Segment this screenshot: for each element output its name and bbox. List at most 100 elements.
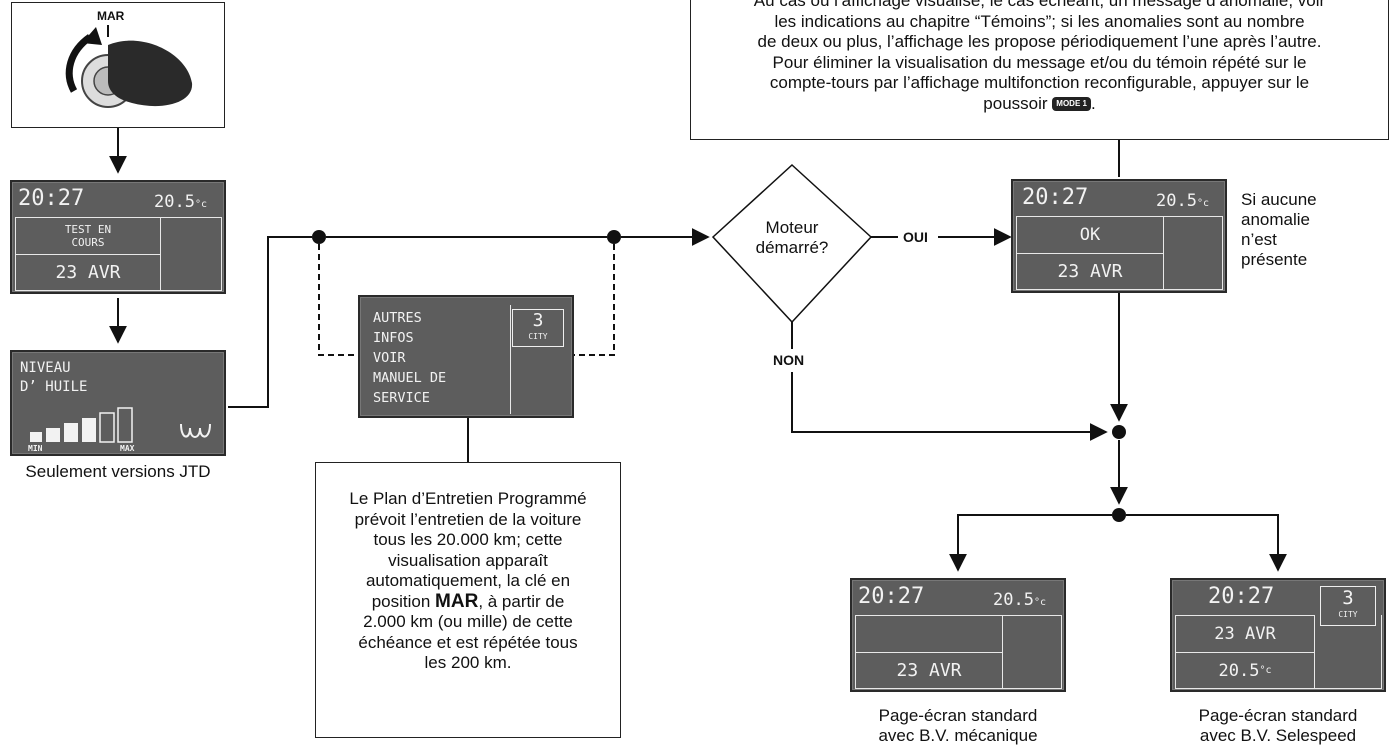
gear-indicator: 3 CITY: [1320, 586, 1376, 626]
gear-number: 3: [513, 310, 563, 332]
caption-line: avec B.V. Selespeed: [1158, 726, 1391, 746]
temp-value: 20.5: [993, 590, 1034, 610]
gear-number: 3: [1321, 587, 1375, 610]
decision-line: Moteur: [733, 218, 851, 238]
outside-temp: 20.5°c: [154, 192, 207, 212]
ok-caption-line: n’est: [1241, 230, 1317, 250]
caption-line: Page-écran standard: [838, 706, 1078, 726]
selespeed-caption: Page-écran standard avec B.V. Selespeed: [1158, 706, 1391, 746]
date-value: 23 AVR: [1214, 624, 1275, 644]
junction-dot: [1112, 508, 1126, 522]
note-line: poussoir MODE 1.: [691, 94, 1388, 115]
clock-time: 20:27: [858, 584, 924, 609]
decision-line: démarré?: [733, 238, 851, 258]
caption-line: Page-écran standard: [1158, 706, 1391, 726]
service-line: AUTRES: [373, 308, 446, 328]
service-note-line: position MAR, à partir de: [316, 592, 620, 613]
service-note-line: 2.000 km (ou mille) de cette: [316, 612, 620, 633]
yes-label: OUI: [903, 229, 928, 245]
message-cell: OK: [1016, 216, 1164, 254]
ok-caption-line: anomalie: [1241, 210, 1317, 230]
clock-time: 20:27: [18, 186, 84, 211]
service-line: MANUEL DE: [373, 368, 446, 388]
date-cell: 23 AVR: [855, 652, 1003, 689]
service-note-box: Le Plan d’Entretien Programmé prévoit l’…: [315, 462, 621, 738]
temp-unit: °c: [1034, 597, 1046, 608]
note-line: de deux ou plus, l’affichage les propose…: [691, 32, 1388, 53]
service-note-bold: MAR: [435, 591, 478, 612]
lcd-oil-level-screen: NIVEAU D’ HUILE MIN MAX: [10, 350, 226, 456]
message-cell: TEST EN COURS: [15, 217, 161, 255]
side-cell: [1002, 615, 1062, 689]
anomaly-note-box: Au cas où l’affichage visualise, le cas …: [690, 0, 1389, 140]
note-line: les indications au chapitre “Témoins”; s…: [691, 12, 1388, 33]
lcd-test-screen: 20:27 20.5°c TEST EN COURS 23 AVR: [10, 180, 226, 294]
outside-temp: 20.5°c: [1156, 191, 1209, 211]
junction-dot: [607, 230, 621, 244]
side-cell: [1314, 615, 1382, 689]
service-line: INFOS: [373, 328, 446, 348]
ignition-key-icon: [12, 3, 226, 129]
junction-dot: [1112, 425, 1126, 439]
date-cell: 23 AVR: [15, 254, 161, 291]
message-ok: OK: [1080, 225, 1100, 245]
service-note-line: visualisation apparaît: [316, 551, 620, 572]
side-cell: [160, 217, 222, 291]
lcd-service-screen: AUTRES INFOS VOIR MANUEL DE SERVICE 3 CI…: [358, 295, 574, 418]
manual-caption: Page-écran standard avec B.V. mécanique: [838, 706, 1078, 746]
date-cell: 23 AVR: [1016, 253, 1164, 290]
date-value: 23 AVR: [55, 262, 120, 283]
temp-value: 20.5: [1156, 191, 1197, 211]
service-note-text: , à partir de: [478, 592, 564, 611]
service-note-line: prévoit l’entretien de la voiture: [316, 510, 620, 531]
outside-temp: 20.5°c: [993, 590, 1046, 610]
service-note-text: position: [372, 592, 431, 611]
temp-unit: °c: [1197, 198, 1209, 209]
ok-caption-line: présente: [1241, 250, 1317, 270]
ok-caption-line: Si aucune: [1241, 190, 1317, 210]
no-label: NON: [773, 352, 804, 368]
oil-line: NIVEAU: [20, 360, 71, 376]
service-note-line: automatiquement, la clé en: [316, 571, 620, 592]
note-text: .: [1091, 94, 1096, 113]
oil-caption: Seulement versions JTD: [0, 462, 236, 482]
ignition-key-box: MAR: [11, 2, 225, 128]
message-line: TEST EN: [65, 223, 111, 236]
date-cell: 23 AVR: [1175, 615, 1315, 653]
note-line: Au cas où l’affichage visualise, le cas …: [691, 0, 1388, 12]
service-note-line: tous les 20.000 km; cette: [316, 530, 620, 551]
clock-time: 20:27: [1208, 584, 1274, 609]
gear-indicator: 3 CITY: [512, 309, 564, 347]
service-note-line: Le Plan d’Entretien Programmé: [316, 489, 620, 510]
temp-value: 20.5: [154, 192, 195, 212]
glow-plug-icon: [178, 420, 214, 442]
note-text: poussoir: [983, 94, 1047, 113]
lcd-selespeed-standard-screen: 20:27 23 AVR 20.5°c 3 CITY: [1170, 578, 1386, 692]
gear-mode: CITY: [1321, 610, 1375, 620]
temp-unit: °c: [1259, 665, 1271, 676]
oil-min-label: MIN: [28, 444, 42, 453]
date-value: 23 AVR: [896, 660, 961, 681]
junction-dot: [312, 230, 326, 244]
oil-level-bars: [28, 404, 158, 449]
oil-line: D’ HUILE: [20, 379, 87, 395]
gear-mode: CITY: [513, 332, 563, 342]
clock-time: 20:27: [1022, 185, 1088, 210]
message-cell: [855, 615, 1003, 653]
ok-caption: Si aucune anomalie n’est présente: [1241, 190, 1317, 270]
service-note-line: les 200 km.: [316, 653, 620, 674]
service-lines: AUTRES INFOS VOIR MANUEL DE SERVICE: [373, 308, 446, 408]
mode-1-button-icon: MODE 1: [1052, 97, 1091, 111]
service-line: SERVICE: [373, 388, 446, 408]
temp-unit: °c: [195, 199, 207, 210]
lcd-manual-standard-screen: 20:27 20.5°c 23 AVR: [850, 578, 1066, 692]
note-line: Pour éliminer la visualisation du messag…: [691, 53, 1388, 74]
date-value: 23 AVR: [1057, 261, 1122, 282]
temp-cell: 20.5°c: [1175, 652, 1315, 689]
service-line: VOIR: [373, 348, 446, 368]
oil-max-label: MAX: [120, 444, 134, 453]
note-line: compte-tours par l’affichage multifoncti…: [691, 73, 1388, 94]
side-cell: [1163, 216, 1223, 290]
caption-line: avec B.V. mécanique: [838, 726, 1078, 746]
decision-text: Moteur démarré?: [733, 218, 851, 258]
